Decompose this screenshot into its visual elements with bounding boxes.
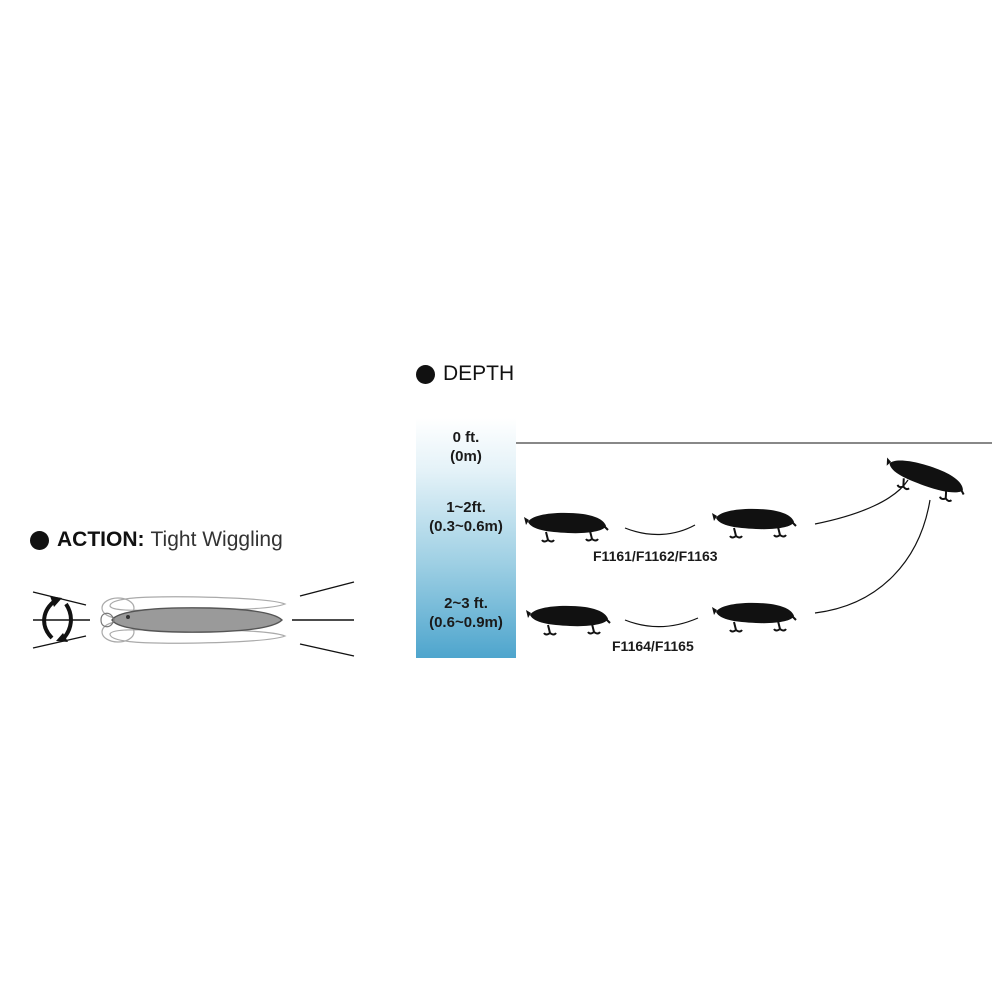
motion-lines <box>32 581 355 657</box>
dive-path-lines <box>624 479 931 628</box>
lure-silhouette-icon <box>711 601 797 633</box>
depth-marker-0ft: 0 ft. (0m) <box>416 428 516 466</box>
lure-silhouette-icon <box>878 452 970 507</box>
action-heading: ACTION: Tight Wiggling <box>30 528 283 552</box>
action-label: ACTION: <box>57 528 145 551</box>
lure-silhouette-icon <box>523 511 609 543</box>
bullet-dot-icon <box>30 530 49 550</box>
depth-heading: DEPTH <box>416 362 514 386</box>
model-label-shallow: F1161/F1162/F1163 <box>593 548 718 564</box>
bullet-dot-icon <box>416 364 435 384</box>
depth-marker-1-2ft: 1~2ft. (0.3~0.6m) <box>416 498 516 536</box>
wiggle-arrow-icon <box>42 596 73 642</box>
model-label-deep: F1164/F1165 <box>612 638 694 654</box>
depth-marker-feet: 2~3 ft. <box>444 595 488 612</box>
lure-silhouette-icon <box>100 596 287 644</box>
depth-marker-meters: (0.6~0.9m) <box>429 614 503 631</box>
lure-silhouette-icon <box>525 604 611 636</box>
lure-silhouette-icon <box>711 507 797 539</box>
depth-marker-2-3ft: 2~3 ft. (0.6~0.9m) <box>416 594 516 632</box>
depth-scale-bar: 0 ft. (0m) 1~2ft. (0.3~0.6m) 2~3 ft. (0.… <box>416 418 516 658</box>
depth-label: DEPTH <box>443 362 515 385</box>
action-value: Tight Wiggling <box>150 528 283 551</box>
depth-marker-feet: 1~2ft. <box>446 499 486 516</box>
depth-marker-meters: (0m) <box>450 448 482 465</box>
depth-marker-meters: (0.3~0.6m) <box>429 518 503 535</box>
depth-marker-feet: 0 ft. <box>452 429 480 446</box>
